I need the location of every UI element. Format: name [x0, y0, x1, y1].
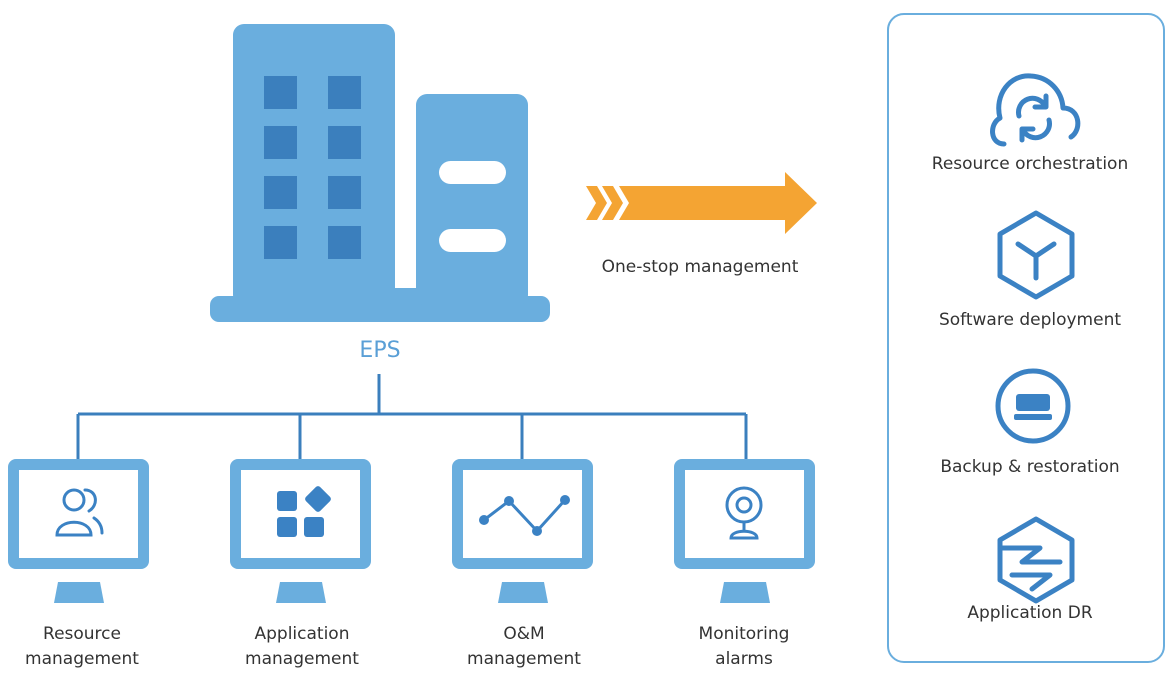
building-slot [439, 161, 506, 184]
package-cube-icon [997, 210, 1075, 300]
panel-item-label: Application DR [967, 603, 1093, 623]
caption-line: Monitoring [698, 624, 790, 644]
webcam-icon [725, 486, 763, 540]
caption-line: Resource [43, 624, 121, 644]
dr-link-icon [997, 516, 1075, 604]
caption-line: management [25, 649, 139, 669]
caption-line: management [467, 649, 581, 669]
apps-grid-icon [277, 486, 331, 537]
monitor-application-management [230, 459, 371, 603]
building-window [264, 176, 297, 209]
building-tower-left [233, 24, 395, 306]
chevron-icon [586, 186, 607, 220]
one-stop-label: One-stop management [601, 257, 799, 277]
monitor-monitoring-alarms [674, 459, 815, 603]
monitor-caption: Resource management [0, 622, 182, 672]
monitor-om-management [452, 459, 593, 603]
caption-line: alarms [715, 649, 773, 669]
panel-item-label: Software deployment [938, 310, 1122, 330]
monitor-resource-management [8, 459, 149, 603]
line-trend-icon [479, 495, 570, 536]
building-window [264, 126, 297, 159]
arrow-body [619, 172, 817, 234]
disk-drive-icon [995, 368, 1071, 444]
building-tower-right [416, 94, 528, 306]
building-window [328, 176, 361, 209]
building-icon [210, 24, 550, 322]
capabilities-panel [887, 13, 1165, 663]
caption-line: O&M [503, 624, 545, 644]
monitor-caption: Application management [202, 622, 402, 672]
tree-connector [76, 374, 748, 460]
panel-item-label: Backup & restoration [940, 457, 1120, 477]
users-icon [55, 488, 104, 537]
building-window [328, 226, 361, 259]
building-window [264, 76, 297, 109]
eps-label: EPS [359, 338, 401, 363]
building-slot [439, 229, 506, 252]
chevron-icon [602, 186, 623, 220]
caption-line: management [245, 649, 359, 669]
panel-item-label: Resource orchestration [931, 154, 1129, 174]
building-window [328, 126, 361, 159]
cloud-sync-icon [990, 73, 1081, 147]
monitor-caption: Monitoring alarms [644, 622, 844, 672]
building-window [328, 76, 361, 109]
caption-line: Application [254, 624, 350, 644]
one-stop-arrow [586, 172, 817, 234]
monitor-caption: O&M management [424, 622, 624, 672]
building-window [264, 226, 297, 259]
